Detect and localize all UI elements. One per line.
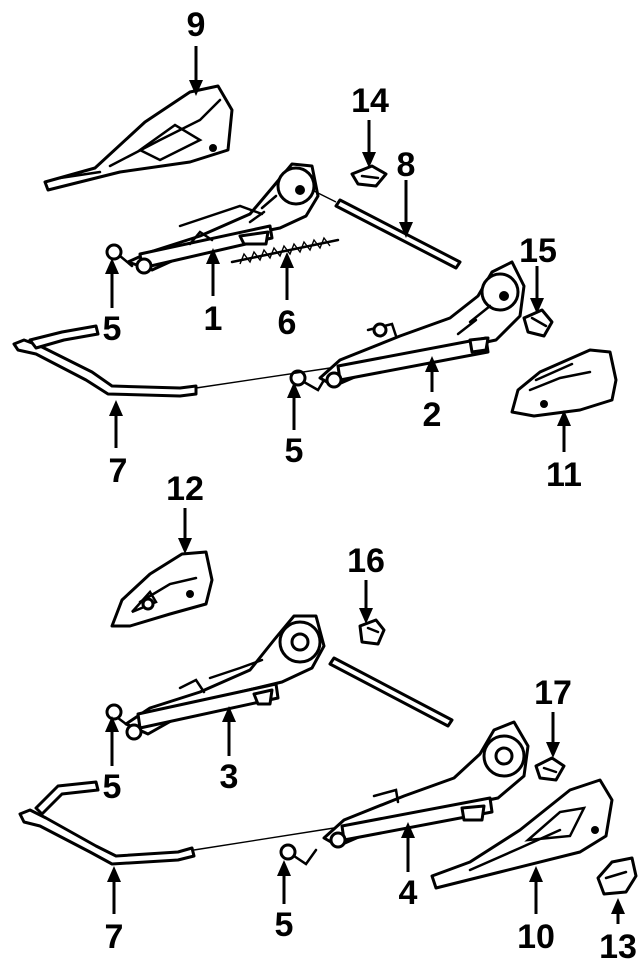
part-7-release-lever-bottom (18, 780, 335, 866)
part-7-release-lever-top (12, 324, 331, 398)
callout-5a: 5 (103, 310, 122, 348)
part-15-clip (522, 308, 554, 338)
callout-numbers: 9 14 8 15 5 1 6 7 5 2 11 12 16 17 5 3 7 … (103, 6, 637, 966)
callout-2: 2 (423, 396, 442, 434)
part-5-bolt-bottom-left (105, 703, 128, 726)
part-5-bolt-top-right (289, 369, 326, 392)
part-6-spring (230, 236, 340, 265)
part-4-seat-track (322, 720, 530, 849)
callout-8: 8 (397, 146, 416, 184)
part-16-clip (358, 618, 386, 646)
callout-9: 9 (187, 6, 206, 44)
callout-17: 17 (534, 674, 572, 712)
callout-14: 14 (351, 82, 389, 120)
callout-7a: 7 (109, 452, 128, 490)
part-5-bolt-top-left (105, 243, 134, 268)
part-2-seat-track (318, 260, 526, 389)
callout-5c: 5 (103, 768, 122, 806)
part-13-end-cap (596, 856, 638, 896)
callout-4: 4 (399, 874, 418, 912)
part-1-seat-track (126, 162, 320, 275)
connecting-rod-bottom (328, 656, 454, 728)
part-12-track-cover (110, 550, 214, 628)
part-11-track-cover (510, 348, 618, 418)
callout-7b: 7 (105, 918, 124, 956)
part-9-track-cover (43, 84, 234, 192)
part-17-clip (534, 756, 566, 782)
part-3-seat-track (124, 614, 326, 741)
callout-5b: 5 (285, 432, 304, 470)
callout-15: 15 (519, 232, 557, 270)
callout-12: 12 (166, 470, 204, 508)
part-14-clip (350, 164, 388, 188)
callout-6: 6 (278, 304, 297, 342)
part-10-track-cover (430, 778, 614, 890)
leader-arrows (105, 46, 625, 924)
callout-13: 13 (599, 928, 637, 966)
callout-16: 16 (347, 542, 385, 580)
callout-11: 11 (546, 456, 582, 494)
callout-5d: 5 (275, 906, 294, 944)
callout-10: 10 (517, 918, 555, 956)
callout-1: 1 (204, 300, 223, 338)
part-8-connecting-rod (311, 189, 462, 270)
part-5-bolt-bottom-right (279, 843, 318, 866)
callout-3: 3 (220, 758, 239, 796)
